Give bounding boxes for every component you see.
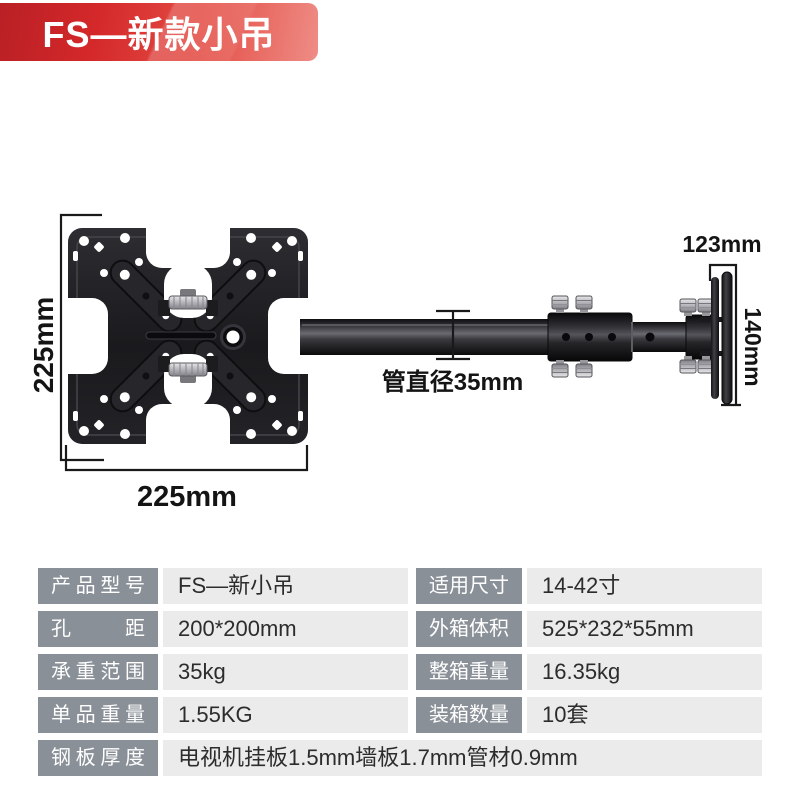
spec-row: 产品型号 FS—新小吊 适用尺寸 14-42寸 bbox=[38, 568, 762, 604]
dim-end-width-label: 123mm bbox=[682, 231, 762, 257]
spec-label: 整箱重量 bbox=[416, 654, 522, 690]
spec-label: 孔距 bbox=[38, 611, 158, 647]
spec-label: 产品型号 bbox=[38, 568, 158, 604]
spec-value: 14-42寸 bbox=[527, 568, 762, 604]
dim-end-height-label: 140mm bbox=[740, 307, 766, 387]
spec-row: 单品重量 1.55KG 装箱数量 10套 bbox=[38, 697, 762, 733]
spec-value: 电视机挂板1.5mm墙板1.7mm管材0.9mm bbox=[163, 740, 762, 776]
spec-value: 525*232*55mm bbox=[527, 611, 762, 647]
spec-row-full: 钢板厚度 电视机挂板1.5mm墙板1.7mm管材0.9mm bbox=[38, 740, 762, 776]
dim-pipe-diameter-label: 管直径35mm bbox=[381, 369, 524, 396]
spec-value: 16.35kg bbox=[527, 654, 762, 690]
vesa-plate bbox=[52, 212, 324, 460]
spec-label: 外箱体积 bbox=[416, 611, 522, 647]
spec-label: 钢板厚度 bbox=[38, 740, 158, 776]
spec-value: 1.55KG bbox=[163, 697, 408, 733]
spec-label: 承重范围 bbox=[38, 654, 158, 690]
extension-pole bbox=[300, 295, 715, 378]
spec-value: 200*200mm bbox=[163, 611, 408, 647]
dim-plate-width-label: 225mm bbox=[137, 481, 237, 513]
dimension-lines bbox=[59, 213, 741, 472]
spec-label: 单品重量 bbox=[38, 697, 158, 733]
dim-plate-height-label: 225mm bbox=[28, 296, 59, 394]
spec-value: 35kg bbox=[163, 654, 408, 690]
spec-row: 孔距 200*200mm 外箱体积 525*232*55mm bbox=[38, 611, 762, 647]
spec-table: 产品型号 FS—新小吊 适用尺寸 14-42寸 孔距 200*200mm 外箱体… bbox=[38, 568, 762, 783]
spec-value: FS—新小吊 bbox=[163, 568, 408, 604]
spec-row: 承重范围 35kg 整箱重量 16.35kg bbox=[38, 654, 762, 690]
spec-label: 适用尺寸 bbox=[416, 568, 522, 604]
spec-value: 10套 bbox=[527, 697, 762, 733]
product-series-banner: FS—新款小吊 bbox=[0, 3, 318, 61]
spec-label: 装箱数量 bbox=[416, 697, 522, 733]
